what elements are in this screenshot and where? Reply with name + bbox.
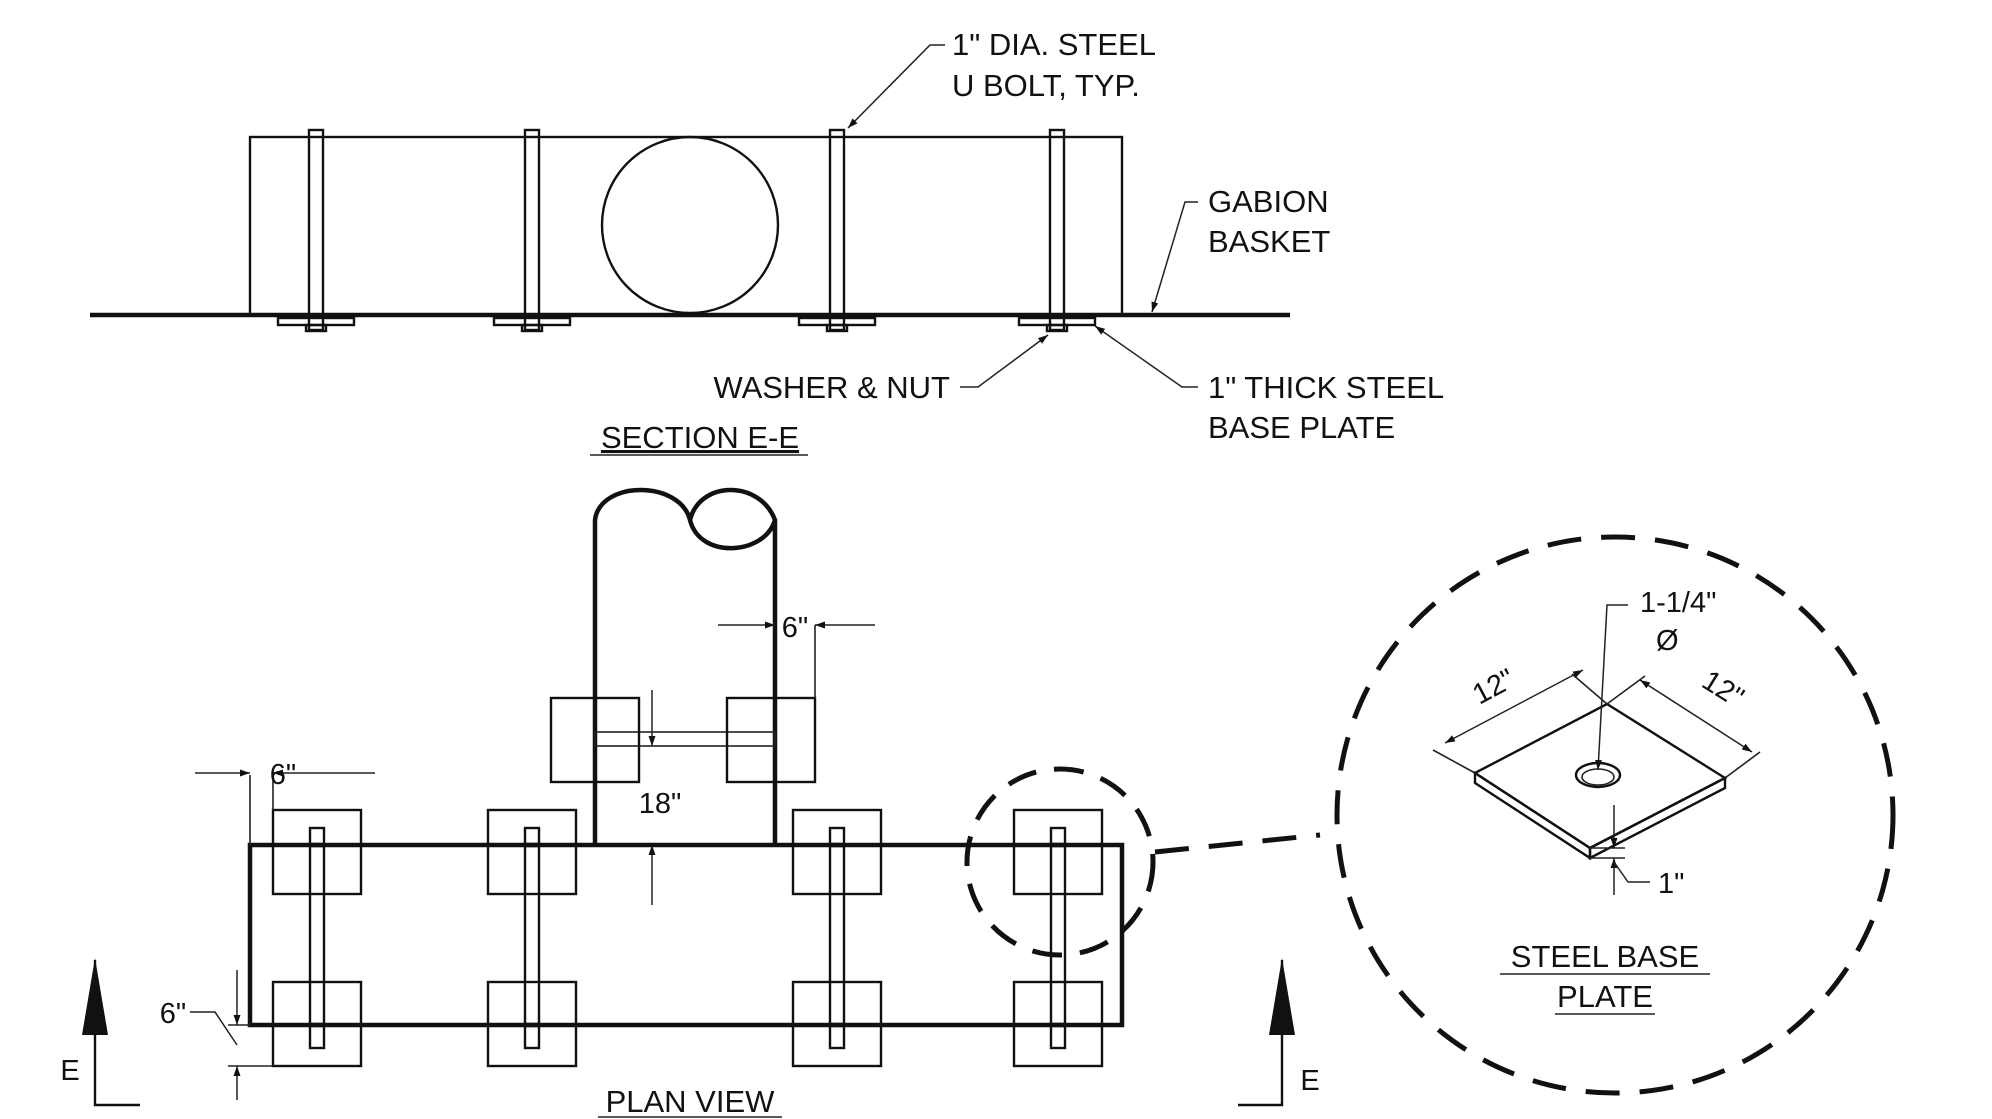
plan-plate-2b [486, 980, 578, 1068]
dim-thickness: 1" [1590, 805, 1684, 900]
section-mark-right: E [1238, 958, 1320, 1107]
washer-leader [960, 334, 1049, 388]
plate-label-line2: BASE PLATE [1208, 410, 1395, 445]
plan-plate-2t [486, 808, 578, 896]
plan-u-bolt-4 [1049, 826, 1067, 1050]
plan-plate-3b [791, 980, 883, 1068]
dim-plate-edge: 6" [160, 970, 273, 1100]
section-mark-right-text: E [1300, 1065, 1319, 1097]
pipe-plan [592, 487, 778, 845]
detail-title-line2: PLATE [1557, 979, 1653, 1014]
hole-dia-line1: 1-1/4" [1640, 587, 1716, 619]
plan-u-bolt-2 [523, 826, 541, 1050]
plan-plate-1b [271, 980, 363, 1068]
pipe-section [600, 135, 780, 315]
dim-pipe-gap: 18" [639, 690, 682, 905]
dim-plate-overhang-text: 6" [270, 759, 296, 791]
plan-title: PLAN VIEW [606, 1084, 776, 1119]
ubolt-label-line1: 1" DIA. STEEL [952, 27, 1156, 62]
gabion-basket-section [248, 135, 1124, 317]
dim-pipe-offset: 6" [718, 612, 875, 698]
u-bolt-1 [276, 128, 356, 333]
plan-plate-1t [271, 808, 363, 896]
dim-pipe-gap-text: 18" [639, 788, 682, 820]
detail-plate-right-face [1588, 776, 1727, 860]
dim-pipe-offset-text: 6" [782, 612, 808, 644]
gabion-label-line1: GABION [1208, 184, 1329, 219]
ubolt-leader [847, 44, 945, 129]
section-view: 1" DIA. STEEL U BOLT, TYP. GABION BASKET… [90, 27, 1444, 456]
plan-u-bolt-3 [828, 826, 846, 1050]
detail-view: 12" 12" 1-1/4" Ø 1" STEEL BASE PLATE [1334, 534, 1896, 1096]
pipe-plate-left [549, 696, 641, 784]
dim-side-b: 12" [1606, 665, 1761, 779]
u-bolt-4 [1017, 128, 1097, 333]
detail-callout-circle [964, 766, 1156, 958]
plate-leader [1094, 325, 1198, 388]
detail-title-line1: STEEL BASE [1511, 939, 1699, 974]
pipe-u-bolt [594, 731, 776, 747]
detail-callout-connector [1154, 832, 1321, 855]
hole-dia-leader [1595, 604, 1628, 771]
dim-plate-overhang: 6" [195, 759, 375, 845]
pipe-plate-right [725, 696, 817, 784]
plan-plate-3t [791, 808, 883, 896]
dim-side-b-text: 12" [1696, 665, 1749, 715]
gabion-label-line2: BASKET [1208, 224, 1330, 259]
detail-circle [1334, 534, 1896, 1096]
detail-plate-left-face [1473, 770, 1592, 861]
plate-label-line1: 1" THICK STEEL [1208, 370, 1444, 405]
hole-dia-line2: Ø [1656, 625, 1679, 657]
gabion-leader [1151, 201, 1198, 313]
section-mark-left-text: E [60, 1055, 79, 1087]
dim-side-a-text: 12" [1467, 663, 1520, 711]
section-title: SECTION E-E [601, 420, 799, 455]
plan-u-bolt-1 [308, 826, 326, 1050]
gabion-basket-plan [247, 842, 1125, 1028]
section-mark-left: E [60, 958, 140, 1107]
dim-thickness-text: 1" [1658, 868, 1684, 900]
plan-plate-4t [1012, 808, 1104, 896]
plan-view: 6" 6" 6" 18" E [60, 487, 1321, 1119]
u-bolt-3 [797, 128, 877, 333]
dim-plate-edge-text: 6" [160, 998, 186, 1030]
washer-label: WASHER & NUT [713, 370, 950, 405]
u-bolt-2 [492, 128, 572, 333]
plan-plate-4b [1012, 980, 1104, 1068]
ubolt-label-line2: U BOLT, TYP. [952, 68, 1140, 103]
